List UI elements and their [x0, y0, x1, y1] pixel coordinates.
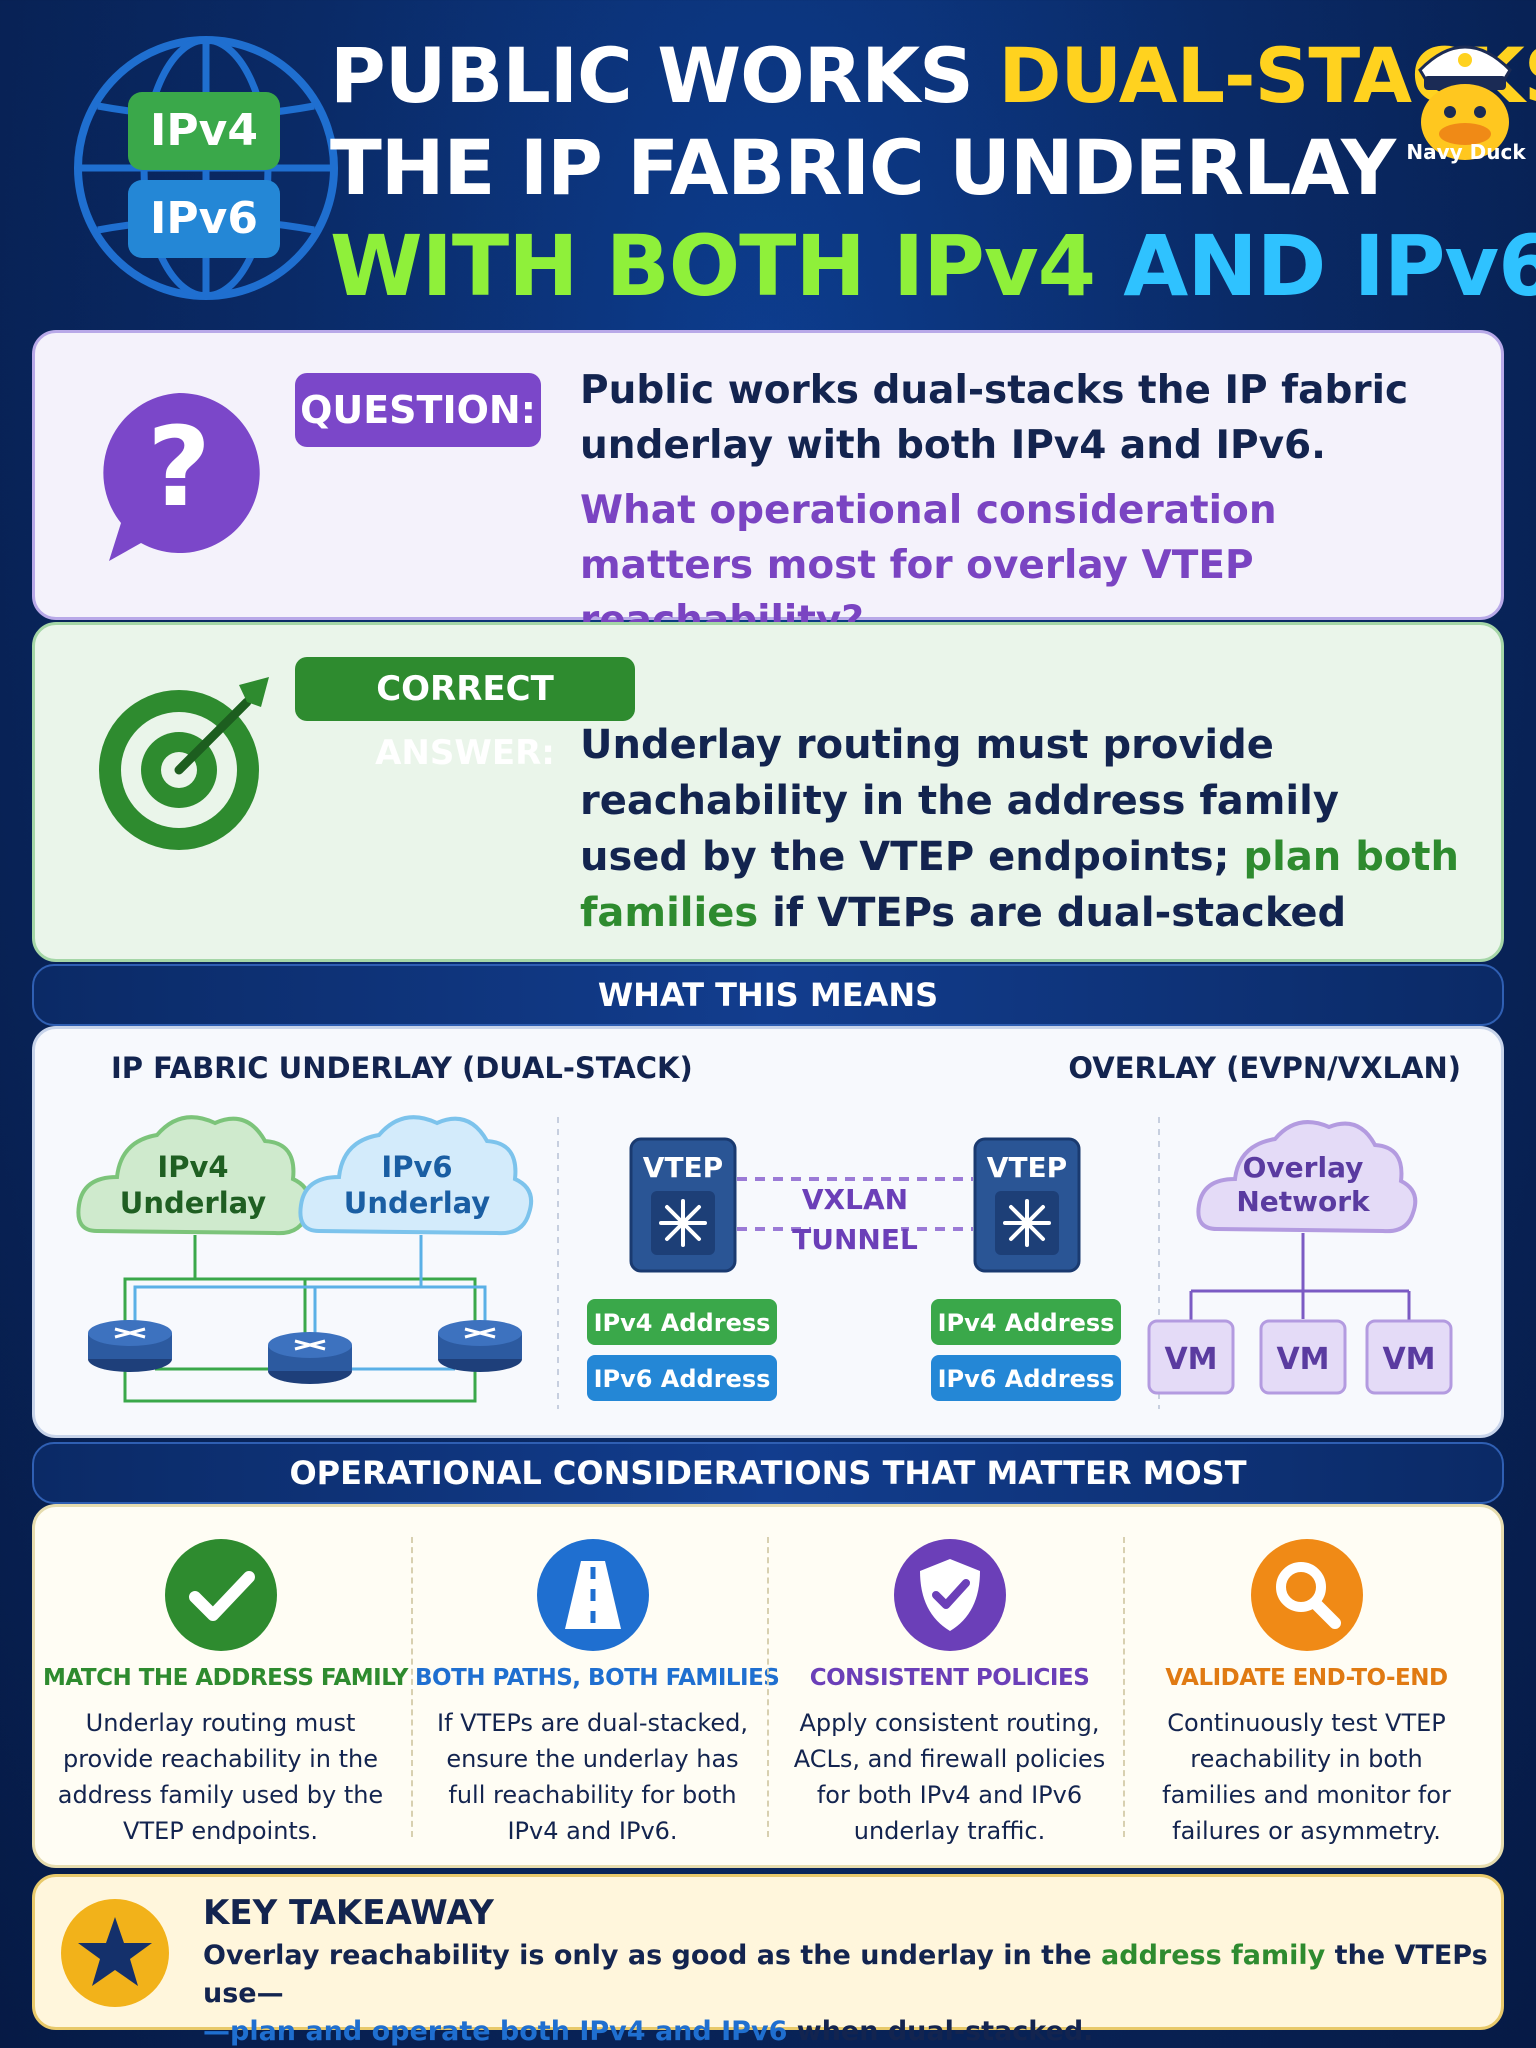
- title-line2: THE IP FABRIC UNDERLAY: [330, 123, 1396, 212]
- consideration-title: BOTH PATHS, BOTH FAMILIES: [415, 1665, 780, 1691]
- svg-text:?: ?: [147, 403, 211, 531]
- question-label: QUESTION:: [295, 373, 541, 447]
- takeaway-text-e: when dual-stacked.: [787, 2016, 1094, 2047]
- overlay-cloud: Overlay Network: [1196, 1120, 1418, 1234]
- ipv6-cloud-line2: Underlay: [344, 1186, 491, 1220]
- question-text: Public works dual-stacks the IP fabric u…: [580, 363, 1460, 648]
- takeaway-text-b: address family: [1101, 1940, 1326, 1971]
- vtep-right-ipv6: IPv6 Address: [938, 1365, 1115, 1393]
- consideration-title: CONSISTENT POLICIES: [809, 1665, 1090, 1691]
- ipv6-cloud: IPv6 Underlay: [298, 1115, 534, 1236]
- vm-2: VM: [1276, 1342, 1329, 1377]
- router-icon: [268, 1332, 352, 1384]
- magnifier-icon: [1251, 1539, 1363, 1651]
- diagram-svg: IPv4 Underlay IPv6 Underlay: [76, 1115, 1453, 1409]
- consideration-body: Continuously test VTEP reachability in b…: [1162, 1709, 1451, 1845]
- router-icon: [438, 1320, 522, 1372]
- vtep-right: VTEP: [973, 1137, 1081, 1273]
- answer-text-highlight: plan both families: [580, 834, 1459, 936]
- question-card: ? QUESTION: Public works dual-stacks the…: [32, 330, 1504, 643]
- answer-text-c: if VTEPs are dual-stacked: [758, 890, 1347, 936]
- ipv4-tag: IPv4: [128, 92, 280, 170]
- consideration-body: Apply consistent routing, ACLs, and fire…: [793, 1709, 1106, 1845]
- answer-text: Underlay routing must provide reachabili…: [580, 717, 1460, 941]
- star-icon: [61, 1899, 169, 2007]
- tunnel-line2: TUNNEL: [792, 1223, 918, 1256]
- title-line3-b: IPv4: [893, 217, 1096, 315]
- key-takeaway-text: Overlay reachability is only as good as …: [203, 1937, 1493, 2048]
- consideration-body: If VTEPs are dual-stacked, ensure the un…: [437, 1709, 748, 1845]
- vtep-left-label: VTEP: [643, 1151, 723, 1184]
- answer-label: CORRECT ANSWER:: [295, 657, 635, 773]
- vtep-left-ipv4: IPv4 Address: [594, 1309, 771, 1337]
- overlay-cloud-line1: Overlay: [1243, 1151, 1364, 1184]
- vxlan-tunnel: VXLAN TUNNEL: [737, 1177, 973, 1261]
- check-icon: [165, 1539, 277, 1651]
- divider: [411, 1537, 413, 1837]
- tunnel-line1: VXLAN: [802, 1183, 908, 1216]
- vtep-right-label: VTEP: [987, 1151, 1067, 1184]
- vm-1: VM: [1164, 1342, 1217, 1377]
- consideration-title: MATCH THE ADDRESS FAMILY: [43, 1665, 408, 1691]
- question-bubble-icon: ?: [103, 392, 260, 561]
- vtep-left-ipv6: IPv6 Address: [594, 1365, 771, 1393]
- takeaway-text-a: Overlay reachability is only as good as …: [203, 1940, 1102, 1971]
- consideration-body: Underlay routing must provide reachabili…: [57, 1709, 384, 1845]
- diagram-card: IP FABRIC UNDERLAY (DUAL-STACK) OVERLAY …: [32, 1026, 1504, 1438]
- duck-logo: [1418, 45, 1512, 160]
- overlay-cloud-line2: Network: [1236, 1185, 1371, 1218]
- consideration-both-paths: BOTH PATHS, BOTH FAMILIES If VTEPs are d…: [415, 1507, 780, 1871]
- page-title: PUBLIC WORKS DUAL-STACKS THE IP FABRIC U…: [330, 30, 1536, 318]
- logo-text: Navy Duck: [1406, 140, 1526, 164]
- divider: [1123, 1537, 1125, 1837]
- vtep-right-ipv4: IPv4 Address: [938, 1309, 1115, 1337]
- ipv4-cloud-line1: IPv4: [157, 1150, 228, 1184]
- underlay-section-title: IP FABRIC UNDERLAY (DUAL-STACK): [111, 1051, 693, 1085]
- divider: [767, 1537, 769, 1837]
- consideration-title: VALIDATE END-TO-END: [1165, 1665, 1448, 1691]
- ipv6-cloud-line1: IPv6: [381, 1150, 452, 1184]
- consideration-match-family: MATCH THE ADDRESS FAMILY Underlay routin…: [43, 1507, 408, 1871]
- ipv6-tag: IPv6: [128, 180, 280, 258]
- key-takeaway-title: KEY TAKEAWAY: [203, 1893, 494, 1933]
- ipv4-cloud: IPv4 Underlay: [76, 1115, 312, 1236]
- answer-text-a: Underlay routing must provide reachabili…: [580, 722, 1339, 880]
- takeaway-text-d: —plan and operate both IPv4 and IPv6: [203, 2016, 788, 2047]
- consideration-validate: VALIDATE END-TO-END Continuously test VT…: [1129, 1507, 1484, 1871]
- overlay-section-title: OVERLAY (EVPN/VXLAN): [1068, 1051, 1461, 1085]
- vtep-left: VTEP: [629, 1137, 737, 1273]
- router-icon: [88, 1320, 172, 1372]
- road-icon: [537, 1539, 649, 1651]
- key-takeaway-card: KEY TAKEAWAY Overlay reachability is onl…: [32, 1874, 1504, 2047]
- question-statement: Public works dual-stacks the IP fabric u…: [580, 368, 1409, 468]
- title-line1-white: PUBLIC WORKS: [330, 31, 999, 120]
- vm-3: VM: [1382, 1342, 1435, 1377]
- target-icon: [99, 677, 269, 850]
- considerations-card: MATCH THE ADDRESS FAMILY Underlay routin…: [32, 1504, 1504, 1868]
- what-this-means-bar: WHAT THIS MEANS: [32, 964, 1504, 1026]
- consideration-policies: CONSISTENT POLICIES Apply consistent rou…: [772, 1507, 1127, 1871]
- takeaway-text-c: the VTEPs use—: [203, 1940, 1488, 2009]
- ipv4-cloud-line2: Underlay: [120, 1186, 267, 1220]
- title-line3-c: AND IPv6: [1095, 217, 1536, 315]
- shield-icon: [894, 1539, 1006, 1651]
- title-line3-a: WITH BOTH: [330, 217, 894, 315]
- answer-card: CORRECT ANSWER: Underlay routing must pr…: [32, 622, 1504, 962]
- considerations-bar: OPERATIONAL CONSIDERATIONS THAT MATTER M…: [32, 1442, 1504, 1504]
